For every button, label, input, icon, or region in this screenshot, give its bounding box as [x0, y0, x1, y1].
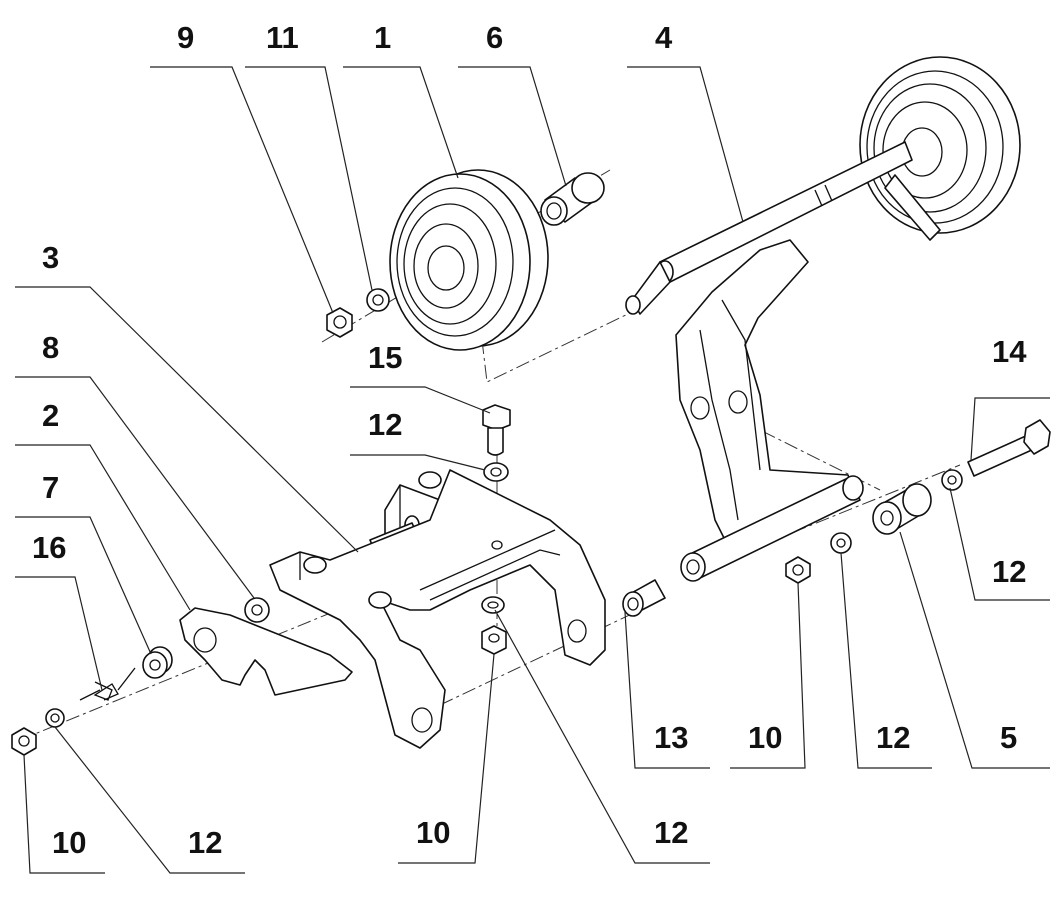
label-part-3: 3	[42, 240, 59, 275]
label-part-6: 6	[486, 20, 503, 55]
front-wheel	[389, 169, 549, 351]
label-part-7: 7	[42, 470, 59, 505]
label-part-12-top: 12	[368, 407, 402, 442]
label-part-4: 4	[655, 20, 673, 55]
label-part-2: 2	[42, 398, 59, 433]
label-part-10-left: 10	[52, 825, 86, 860]
long-bolt-14	[941, 419, 1051, 491]
leader-lines	[15, 66, 1050, 874]
spring-16	[79, 667, 136, 701]
axle-arm-assembly	[625, 56, 1021, 582]
label-part-5: 5	[1000, 720, 1017, 755]
washer-8	[244, 597, 270, 623]
main-frame	[269, 469, 606, 749]
spacer-7	[142, 646, 173, 679]
bushing	[540, 172, 605, 226]
label-part-16: 16	[32, 530, 66, 565]
label-part-13: 13	[654, 720, 688, 755]
bolt-top	[482, 404, 511, 482]
latch-plate	[179, 607, 353, 696]
label-part-10-center: 10	[416, 815, 450, 850]
label-part-9: 9	[177, 20, 194, 55]
bushing-13	[622, 579, 666, 617]
label-part-11: 11	[266, 20, 299, 55]
label-part-12-lower-right: 12	[876, 720, 910, 755]
right-hardware	[785, 483, 932, 584]
label-part-15: 15	[368, 340, 402, 375]
label-part-1: 1	[374, 20, 391, 55]
label-part-12-left: 12	[188, 825, 222, 860]
part-labels: 9 11 1 6 4 3 8 15 12 2 7 16 14 12 13 10 …	[32, 20, 1027, 860]
label-part-8: 8	[42, 330, 59, 365]
nut-washer-front	[326, 288, 390, 338]
nut-washer-left	[11, 708, 65, 756]
washer-nut-center	[481, 596, 507, 655]
label-part-12-right: 12	[992, 554, 1026, 589]
label-part-10-right: 10	[748, 720, 782, 755]
label-part-14: 14	[992, 334, 1027, 369]
label-part-12-center: 12	[654, 815, 688, 850]
